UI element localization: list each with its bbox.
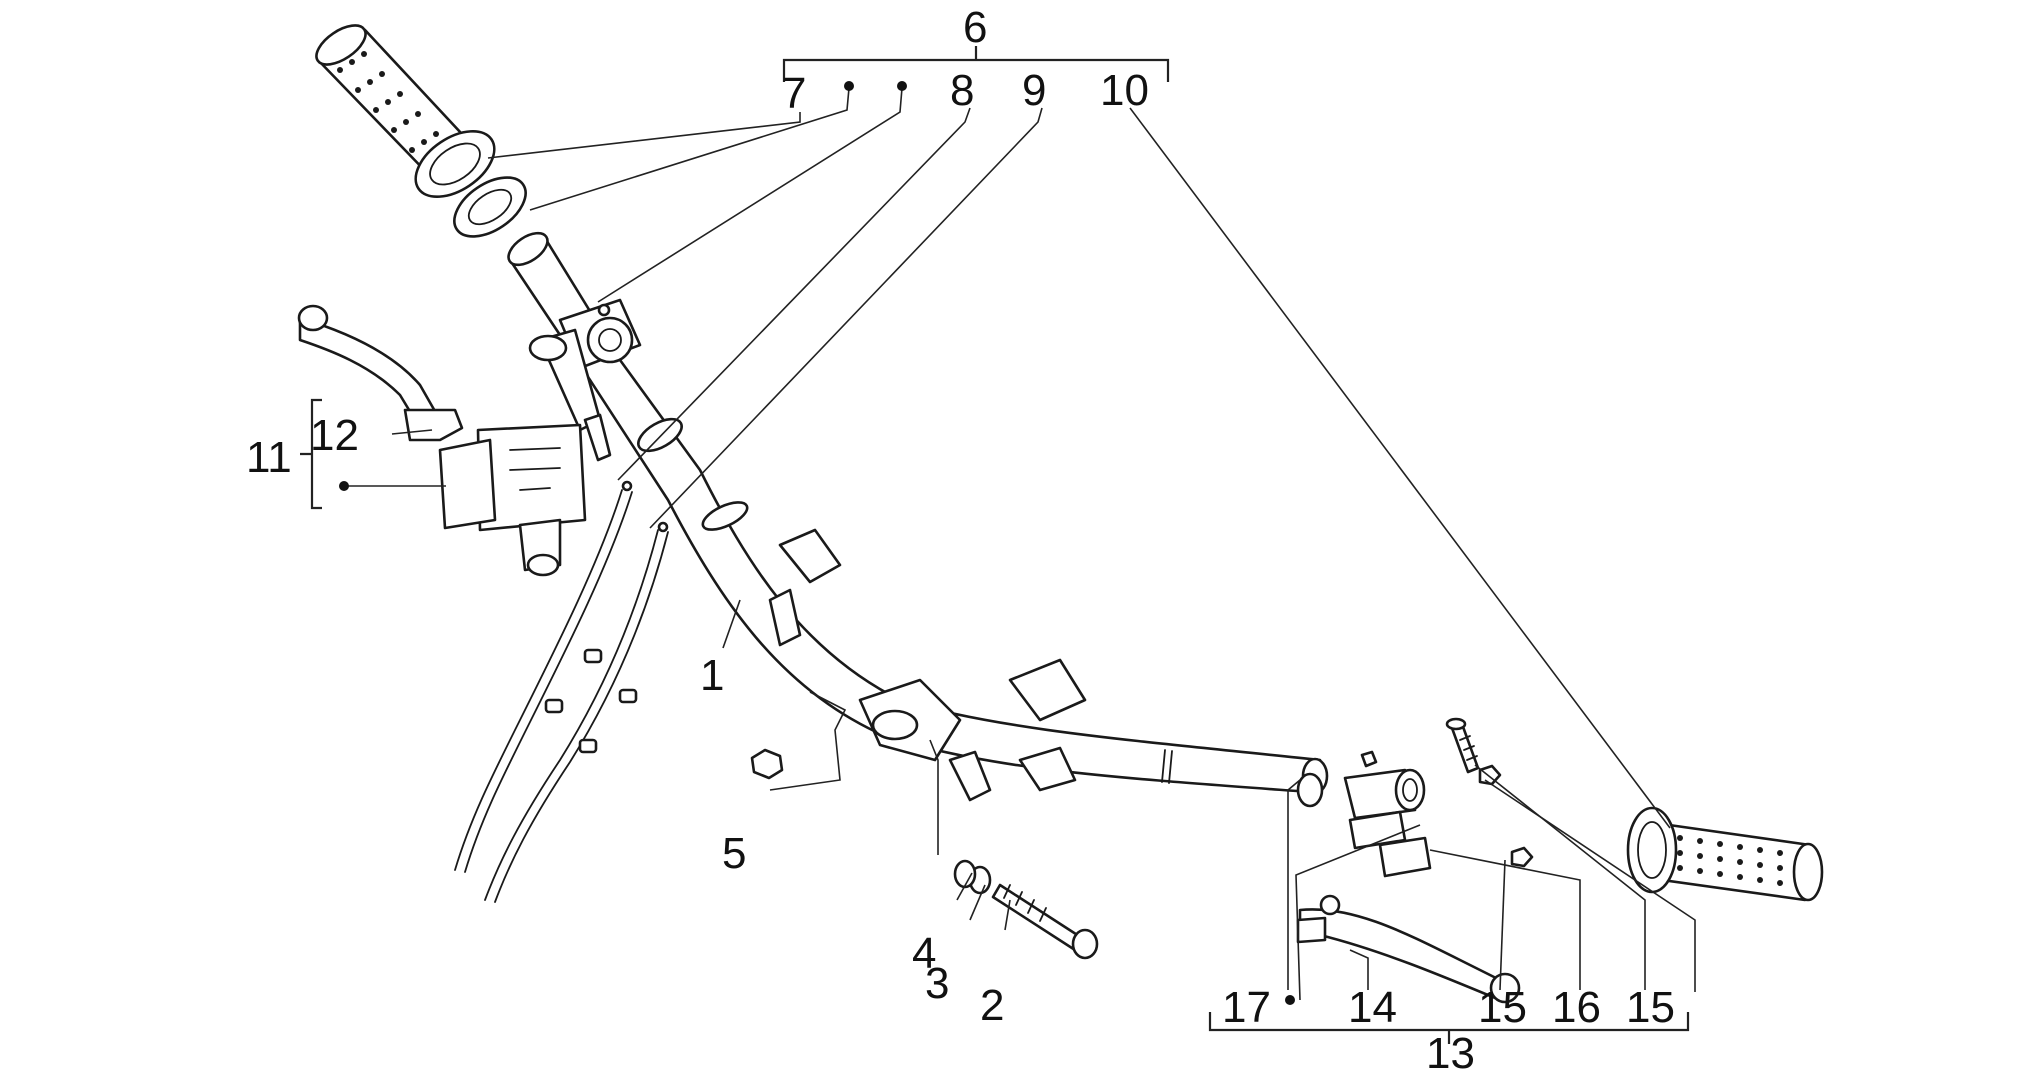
master-cylinder [438, 423, 587, 577]
small-nut-15 [1510, 846, 1534, 868]
callout-2: 2 [980, 981, 1004, 1030]
right-brake-lever [1296, 894, 1521, 1004]
dot-marker-13 [1285, 995, 1295, 1005]
callout-15-left: 15 [1478, 983, 1527, 1032]
small-pin [1360, 750, 1378, 768]
callout-3: 3 [925, 959, 949, 1008]
callout-14: 14 [1348, 983, 1397, 1032]
callout-12: 12 [310, 411, 359, 460]
throttle-switch-housing [528, 298, 642, 462]
callout-5: 5 [722, 829, 746, 878]
callout-9: 9 [1022, 66, 1046, 115]
callout-13: 13 [1426, 1029, 1475, 1070]
callout-10: 10 [1100, 66, 1149, 115]
central-clamp [768, 528, 1087, 802]
clamp-bolt [991, 883, 1099, 960]
left-brake-lever [297, 304, 464, 442]
dot-marker-7a [844, 81, 854, 91]
right-screw [1445, 717, 1480, 774]
right-lever-holder [1343, 768, 1432, 878]
callout-16: 16 [1552, 983, 1601, 1032]
group-bracket-6 [782, 46, 1170, 82]
spacer-17 [1296, 772, 1324, 808]
group-bracket-13 [1208, 1012, 1690, 1044]
left-handlebar-grip [315, 24, 496, 199]
nut-5 [750, 748, 784, 780]
callout-4: 4 [912, 929, 936, 978]
callout-15-right: 15 [1626, 983, 1675, 1032]
dot-marker-11 [339, 481, 349, 491]
group-bracket-11 [300, 398, 322, 510]
right-handlebar-grip [1626, 806, 1824, 902]
right-nut [1478, 764, 1502, 786]
leader-lines [346, 87, 1696, 1001]
callout-7: 7 [782, 69, 806, 118]
callout-6: 6 [963, 3, 987, 52]
callout-1: 1 [700, 651, 724, 700]
control-cables [454, 480, 669, 903]
dot-marker-7b [897, 81, 907, 91]
callout-11: 11 [246, 433, 292, 482]
callout-17: 17 [1222, 983, 1271, 1032]
callout-8: 8 [950, 66, 974, 115]
